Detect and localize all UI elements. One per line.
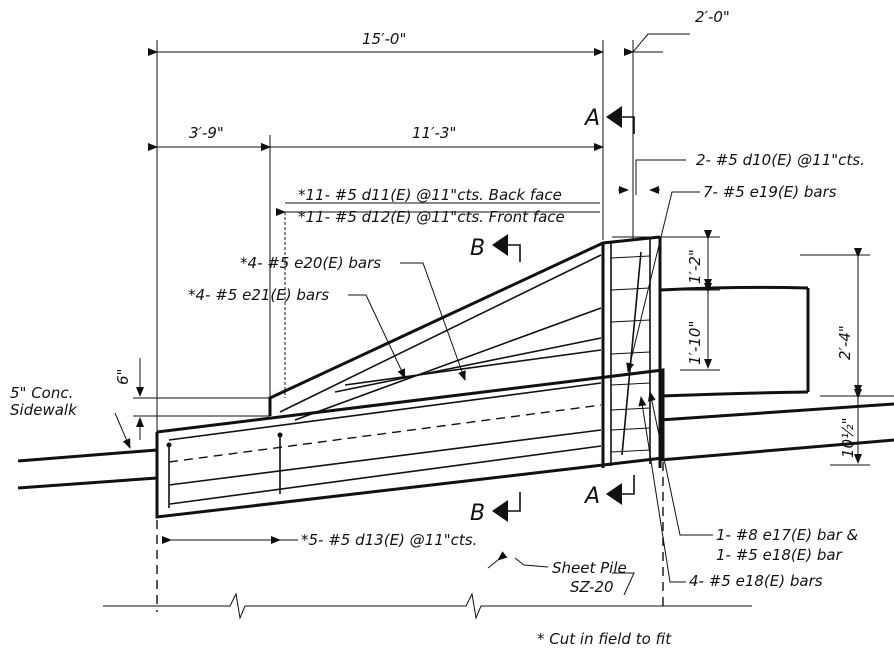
callout-d13-text: *5- #5 d13(E) @11"cts. <box>301 531 477 549</box>
callout-e17-e18 <box>647 391 713 536</box>
sidewalk-text-2: Sidewalk <box>10 401 78 419</box>
callout-e18-text: 4- #5 e18(E) bars <box>689 572 823 590</box>
ground-lines <box>17 285 894 490</box>
field-note: * Cut in field to fit <box>537 630 672 648</box>
callout-e20 <box>400 262 466 381</box>
dim-right-b-label: 10½" <box>839 417 857 458</box>
section-b-top-label: B <box>470 236 485 261</box>
callout-d11-text: *11- #5 d11(E) @11"cts. Back face <box>298 186 562 204</box>
sheet-pile-text-2: SZ-20 <box>570 578 614 596</box>
section-b-top <box>492 234 521 262</box>
dimension-right-ext <box>624 33 690 240</box>
callout-d10-text: 2- #5 d10(E) @11"cts. <box>696 151 865 169</box>
callout-d11-d12 <box>276 202 600 398</box>
dimension-segments <box>148 135 604 398</box>
callout-e21 <box>348 294 406 379</box>
callout-sheet-pile <box>487 551 635 596</box>
dim-overall-label: 15′-0" <box>362 30 406 48</box>
callout-e18 <box>638 396 686 583</box>
wall-body <box>103 235 752 620</box>
dim-top-2-label: 1′-10" <box>686 321 704 365</box>
callout-e19-text: 7- #5 e19(E) bars <box>703 183 837 201</box>
dimension-right-side <box>800 248 894 466</box>
section-b-bottom-label: B <box>470 501 485 526</box>
section-a-bottom <box>606 475 635 505</box>
sidewalk-text-1: 5" Conc. <box>10 384 73 402</box>
dim-right-ext-label: 2′-0" <box>695 8 730 26</box>
section-a-bottom-label: A <box>583 484 600 509</box>
callout-d12-text: *11- #5 d12(E) @11"cts. Front face <box>298 208 565 226</box>
dimension-six-inch <box>133 358 270 440</box>
callout-e17-line2: 1- #5 e18(E) bar <box>716 546 843 564</box>
dimension-column-top <box>612 230 720 371</box>
sheet-pile-text-1: Sheet Pile <box>552 559 627 577</box>
dim-left-seg-label: 3′-9" <box>189 124 224 142</box>
dimension-overall <box>148 40 604 432</box>
callout-e20-text: *4- #5 e20(E) bars <box>240 254 381 272</box>
dim-top-1-label: 1′-2" <box>686 249 704 284</box>
dim-six-inch-label: 6" <box>114 369 132 385</box>
section-a-top <box>606 106 635 134</box>
callout-e19 <box>626 191 700 373</box>
section-b-bottom <box>492 492 521 522</box>
callout-e17-line1: 1- #8 e17(E) bar & <box>716 526 859 544</box>
section-a-top-label: A <box>583 106 600 131</box>
dim-right-a-label: 2′-4" <box>836 325 854 360</box>
callout-e21-text: *4- #5 e21(E) bars <box>188 286 329 304</box>
dim-right-seg-label: 11′-3" <box>412 124 456 142</box>
callout-d10 <box>618 159 686 195</box>
callout-sidewalk <box>114 412 131 449</box>
